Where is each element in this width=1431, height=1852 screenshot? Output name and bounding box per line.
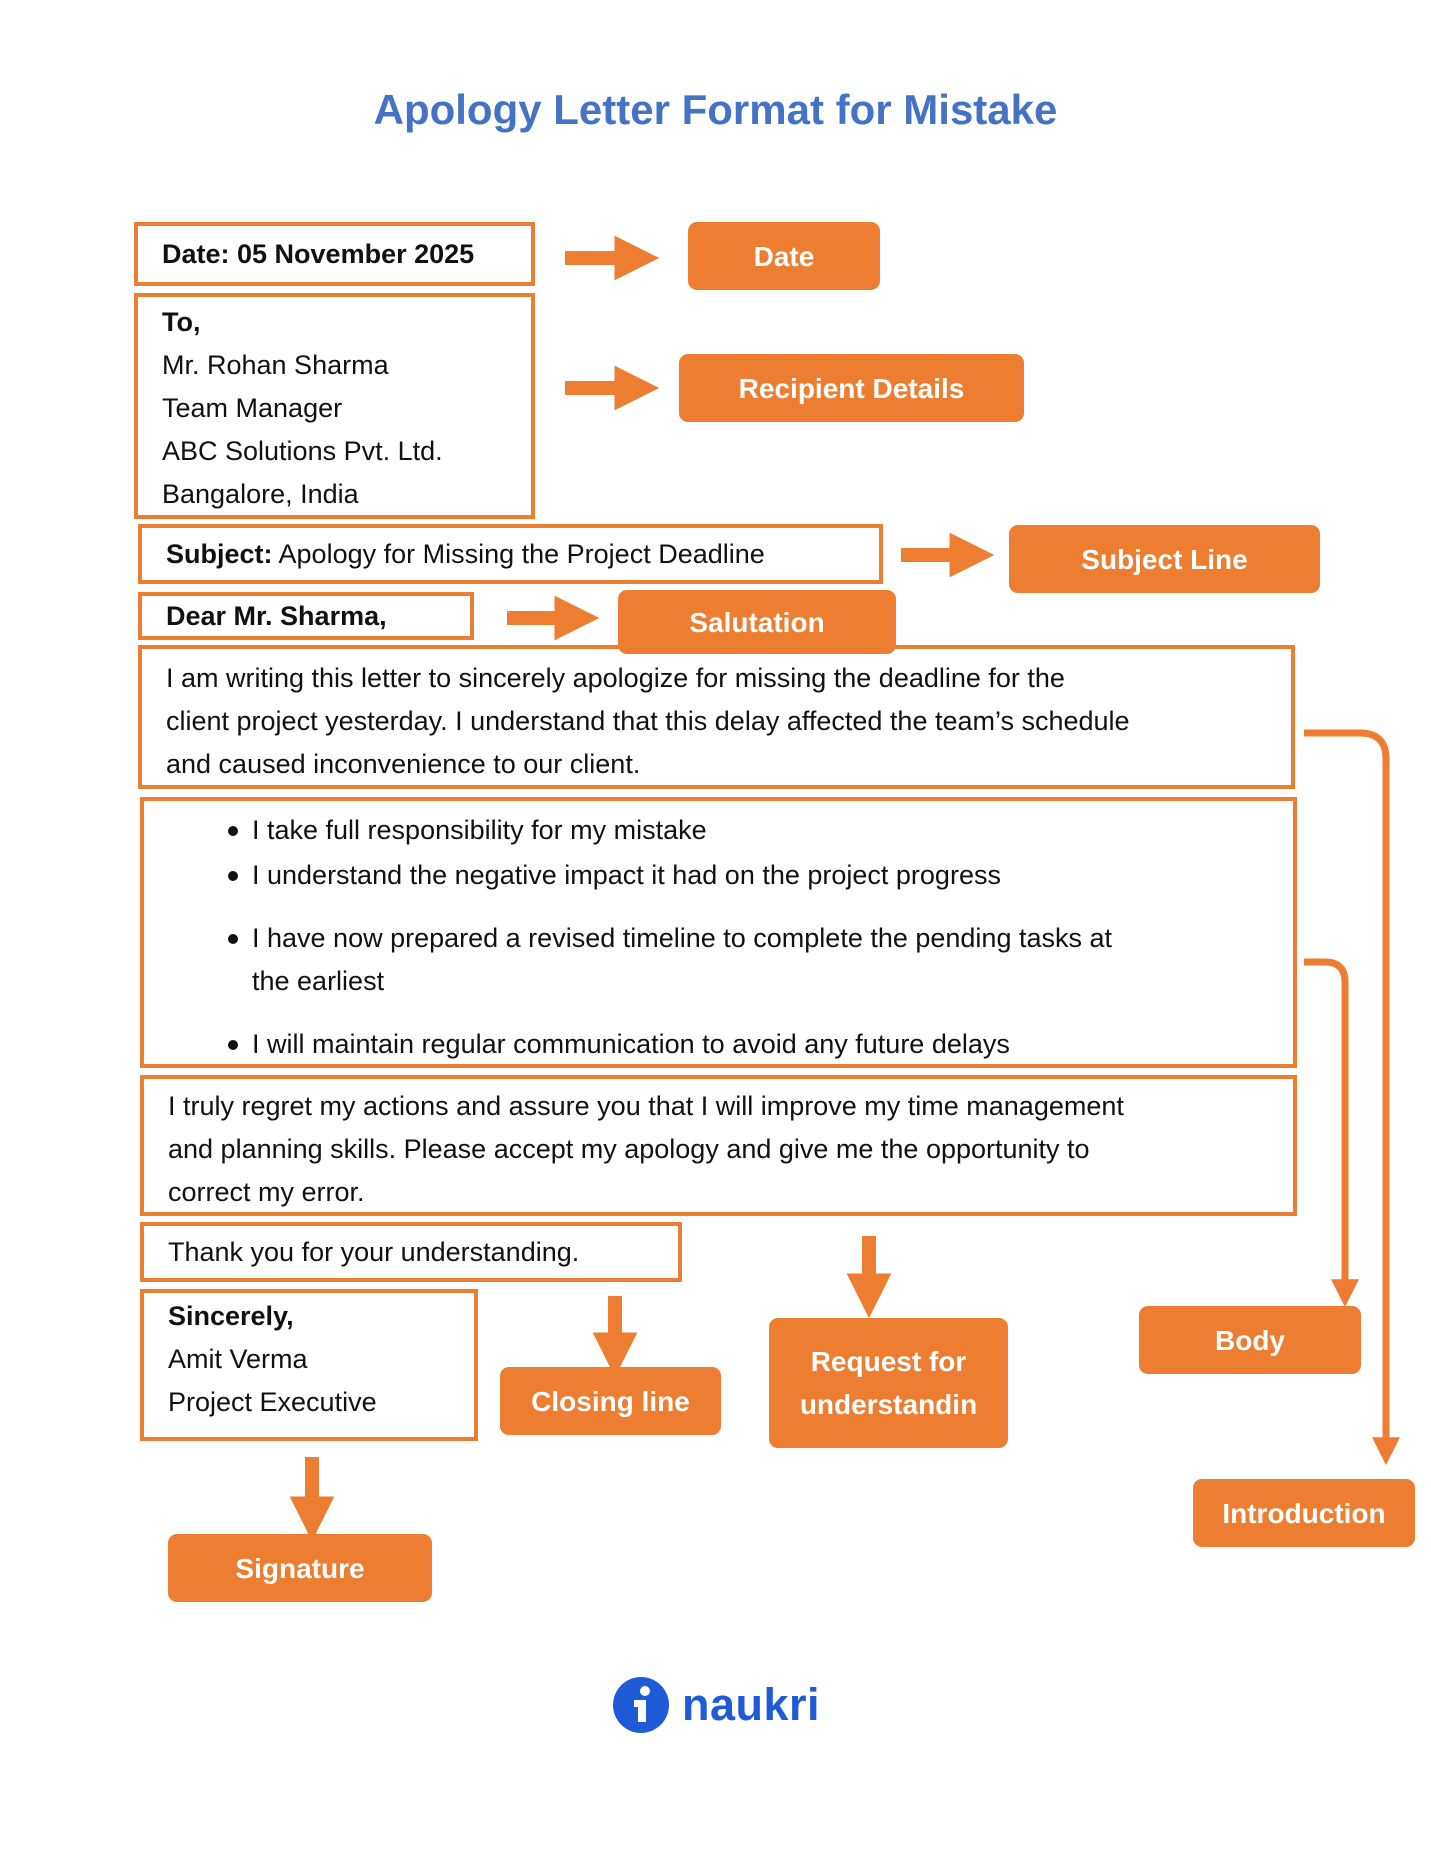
signature-box: Sincerely, Amit Verma Project Executive [140,1289,478,1441]
brand-logo: naukri [612,1676,820,1734]
salutation-box: Dear Mr. Sharma, [138,592,474,640]
request-line: I truly regret my actions and assure you… [168,1091,1124,1121]
label-recipient-details: Recipient Details [679,354,1024,422]
letter-date: Date: 05 November 2025 [162,238,475,269]
recipient-name: Mr. Rohan Sharma [162,350,389,380]
body-point-text: I have now prepared a revised timeline t… [252,923,1113,953]
label-subject-line: Subject Line [1009,525,1320,593]
label-introduction: Introduction [1193,1479,1415,1547]
request-box: I truly regret my actions and assure you… [140,1075,1297,1216]
page-title: Apology Letter Format for Mistake [373,86,1058,133]
body-point: I will maintain regular communication to… [168,1023,1269,1066]
label-signature: Signature [168,1534,432,1602]
date-box: Date: 05 November 2025 [134,222,535,286]
label-request-line: Request for [810,1346,967,1377]
connector-body [1304,958,1359,1308]
closing-box: Thank you for your understanding. [140,1222,682,1282]
body-point-text: I will maintain regular communication to… [252,1029,1010,1059]
recipient-designation: Team Manager [162,393,343,423]
recipient-box: To, Mr. Rohan Sharma Team Manager ABC So… [134,293,535,519]
introduction-line: client project yesterday. I understand t… [166,706,1130,736]
closing-text: Thank you for your understanding. [168,1236,580,1267]
introduction-line: and caused inconvenience to our client. [166,749,641,779]
body-point-continuation: the earliest [252,966,385,996]
naukri-logo-icon [613,1677,669,1733]
label-salutation: Salutation [618,590,896,654]
subject-box: Subject: Apology for Missing the Project… [138,524,883,584]
body-point-text: I understand the negative impact it had … [252,860,1001,890]
subject-text: Apology for Missing the Project Deadline [272,538,765,569]
introduction-box: I am writing this letter to sincerely ap… [138,645,1295,789]
body-box: I take full responsibility for my mistak… [140,797,1297,1068]
brand-name: naukri [682,1679,821,1730]
signature-title: Project Executive [168,1387,377,1417]
recipient-location: Bangalore, India [162,479,359,509]
body-point: I understand the negative impact it had … [168,854,1269,897]
request-line: and planning skills. Please accept my ap… [168,1134,1090,1164]
label-request-line: understandin [799,1389,978,1420]
body-point: I take full responsibility for my mistak… [168,809,1269,852]
signature-name: Amit Verma [168,1344,308,1374]
recipient-company: ABC Solutions Pvt. Ltd. [162,436,443,466]
introduction-line: I am writing this letter to sincerely ap… [166,663,1065,693]
body-point: I have now prepared a revised timeline t… [168,917,1269,960]
label-request: Request for understandin [769,1318,1008,1448]
recipient-to: To, [162,307,201,337]
body-points: I take full responsibility for my mistak… [168,809,1269,1066]
label-closing-line: Closing line [500,1367,721,1435]
request-line: correct my error. [168,1177,365,1207]
body-point-text: I take full responsibility for my mistak… [252,815,707,845]
signature-signoff: Sincerely, [168,1301,294,1331]
label-body: Body [1139,1306,1361,1374]
label-date: Date [688,222,880,290]
subject-label: Subject: [166,538,273,569]
salutation-text: Dear Mr. Sharma, [166,600,387,631]
